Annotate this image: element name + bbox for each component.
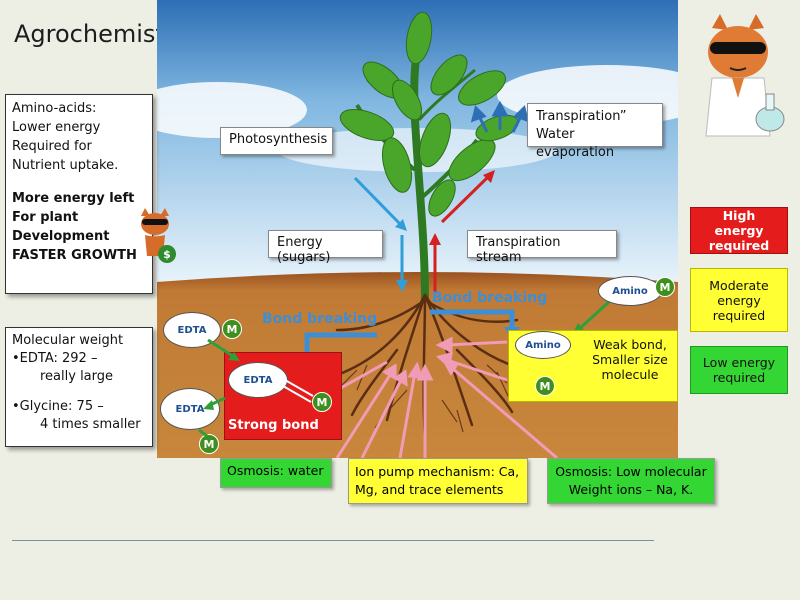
metal-ion: M (222, 319, 242, 339)
edta-molecule-label: EDTA (175, 403, 205, 415)
panel-line: Molecular weight (12, 333, 124, 348)
osmosis-water-label: Osmosis: water (220, 458, 332, 488)
amino-molecule: Amino (598, 276, 662, 306)
molecular-weight-panel: Molecular weight •EDTA: 292 – really lar… (5, 327, 153, 447)
footer-divider (12, 540, 654, 541)
panel-line: 4 times smaller (40, 417, 141, 432)
edta-molecule: EDTA (163, 312, 221, 348)
metal-ion: M (535, 376, 555, 396)
legend-moderate-energy: Moderate energy required (690, 268, 788, 332)
amino-molecule-label: Amino (525, 339, 561, 351)
transpiration-stream-label: Transpiration stream (467, 230, 617, 265)
cat-money-icon: $ (133, 208, 177, 268)
metal-ion-label: M (659, 280, 671, 294)
legend-high-energy: High energy required (690, 207, 788, 254)
svg-text:$: $ (163, 248, 171, 261)
panel-line: •Glycine: 75 – (12, 399, 104, 414)
bond-breaking-right-label: Bond breaking (432, 290, 548, 306)
edta-molecule-label: EDTA (177, 324, 207, 336)
edta-molecule: EDTA (228, 362, 288, 398)
panel-line: •EDTA: 292 – (12, 351, 98, 366)
cat-scientist-icon (690, 14, 790, 144)
panel-line: Lower energy (12, 120, 101, 135)
metal-ion: M (199, 434, 219, 454)
bond-breaking-left-label: Bond breaking (262, 311, 378, 327)
osmosis-low-label: Osmosis: Low molecular Weight ions – Na,… (547, 458, 715, 504)
strong-bond-label: Strong bond (228, 418, 319, 433)
edta-molecule: EDTA (160, 388, 220, 430)
panel-bold-line: Development (12, 229, 110, 244)
amino-molecule-label: Amino (612, 285, 648, 297)
amino-acid-energy-panel: Amino-acids: Lower energy Required for N… (5, 94, 153, 294)
ion-pump-label: Ion pump mechanism: Ca, Mg, and trace el… (348, 458, 528, 504)
panel-bold-line: For plant (12, 210, 79, 225)
panel-line: Required for (12, 139, 92, 154)
edta-molecule-label: EDTA (243, 374, 273, 386)
panel-line: Nutrient uptake. (12, 158, 119, 173)
legend-low-energy: Low energy required (690, 346, 788, 394)
photosynthesis-label: Photosynthesis (220, 127, 333, 155)
amino-molecule: Amino (515, 331, 571, 359)
panel-bold-line: FASTER GROWTH (12, 248, 137, 263)
metal-ion-label: M (203, 437, 215, 451)
panel-bold-line: More energy left (12, 191, 135, 206)
metal-ion-label: M (539, 379, 551, 393)
panel-line: Amino-acids: (12, 101, 97, 116)
metal-ion: M (655, 277, 675, 297)
metal-ion: M (312, 392, 332, 412)
metal-ion-label: M (316, 395, 328, 409)
energy-sugars-label: Energy (sugars) (268, 230, 383, 265)
metal-ion-label: M (226, 322, 238, 336)
transpiration-label: Transpiration” Water evaporation (527, 103, 663, 160)
weak-bond-label: Weak bond, Smaller size molecule (592, 337, 668, 382)
panel-line: really large (40, 369, 114, 384)
